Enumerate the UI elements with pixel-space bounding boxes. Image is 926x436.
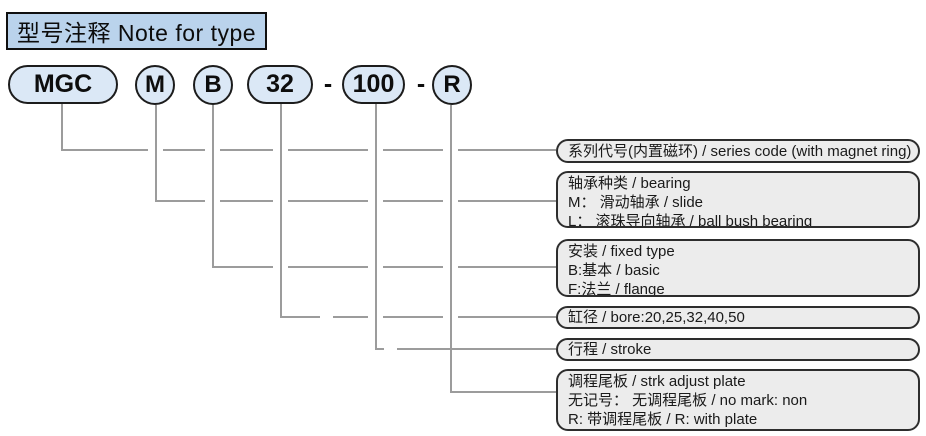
connector-horizontal-bore: [333, 316, 368, 318]
annotation-line: 行程 / stroke: [568, 341, 652, 358]
annotation-stroke: 行程 / stroke: [556, 338, 920, 361]
annotation-bearing: 轴承种类 / bearing M： 滑动轴承 / slide L： 滚珠导向轴承…: [556, 171, 920, 228]
annotation-line: M： 滑动轴承 / slide: [568, 194, 704, 211]
code-separator: -: [416, 70, 426, 98]
annotation-bore: 缸径 / bore:20,25,32,40,50: [556, 306, 920, 329]
connector-vertical-stroke: [375, 104, 377, 350]
connector-horizontal-series: [458, 149, 556, 151]
annotation-line: 轴承种类 / bearing: [568, 175, 691, 192]
connector-vertical-bore: [280, 104, 282, 318]
code-segment-stroke: 100: [342, 65, 405, 104]
connector-horizontal-fixed-type: [383, 266, 443, 268]
annotation-series-code: 系列代号(内置磁环) / series code (with magnet ri…: [556, 139, 920, 163]
connector-horizontal-bearing: [220, 200, 273, 202]
annotation-line: F:法兰 / flange: [568, 281, 665, 297]
connector-horizontal-bearing: [383, 200, 443, 202]
annotation-line: R: 带调程尾板 / R: with plate: [568, 411, 758, 428]
code-segment-fixed-type: B: [193, 65, 233, 105]
diagram-title-text: 型号注释 Note for type: [17, 20, 257, 46]
annotation-line: 缸径 / bore:20,25,32,40,50: [568, 309, 745, 326]
connector-horizontal-fixed-type: [288, 266, 368, 268]
connector-horizontal-fixed-type: [212, 266, 273, 268]
annotation-line: 无记号： 无调程尾板 / no mark: non: [568, 392, 808, 409]
annotation-fixed-type: 安装 / fixed type B:基本 / basic F:法兰 / flan…: [556, 239, 920, 297]
connector-horizontal-bore: [458, 316, 556, 318]
connector-horizontal-bearing: [155, 200, 205, 202]
connector-horizontal-fixed-type: [458, 266, 556, 268]
annotation-adjust-plate: 调程尾板 / strk adjust plate 无记号： 无调程尾板 / no…: [556, 369, 920, 431]
annotation-line: 系列代号(内置磁环) / series code (with magnet ri…: [568, 142, 912, 160]
code-segment-bearing: M: [135, 65, 175, 105]
code-segment-bore: 32: [247, 65, 313, 104]
connector-horizontal-series: [383, 149, 443, 151]
connector-horizontal-bore: [383, 316, 443, 318]
connector-vertical-bearing: [155, 105, 157, 202]
connector-horizontal-bearing: [288, 200, 368, 202]
connector-horizontal-stroke: [397, 348, 556, 350]
connector-horizontal-series: [163, 149, 205, 151]
connector-horizontal-bearing: [458, 200, 556, 202]
connector-horizontal-series: [220, 149, 273, 151]
code-segment-series: MGC: [8, 65, 118, 104]
annotation-line: B:基本 / basic: [568, 262, 660, 279]
code-separator: -: [323, 70, 333, 98]
code-segment-plate: R: [432, 65, 472, 105]
connector-vertical-fixed-type: [212, 105, 214, 268]
connector-vertical-series: [61, 104, 63, 151]
diagram-title: 型号注释 Note for type: [6, 12, 267, 50]
connector-horizontal-series: [288, 149, 368, 151]
annotation-line: 安装 / fixed type: [568, 243, 675, 260]
connector-vertical-plate: [450, 105, 452, 393]
connector-horizontal-series: [61, 149, 148, 151]
connector-horizontal-stroke: [375, 348, 384, 350]
annotation-line: 调程尾板 / strk adjust plate: [568, 373, 746, 390]
connector-horizontal-plate: [450, 391, 556, 393]
connector-horizontal-bore: [280, 316, 320, 318]
annotation-line: L： 滚珠导向轴承 / ball bush bearing: [568, 213, 813, 228]
